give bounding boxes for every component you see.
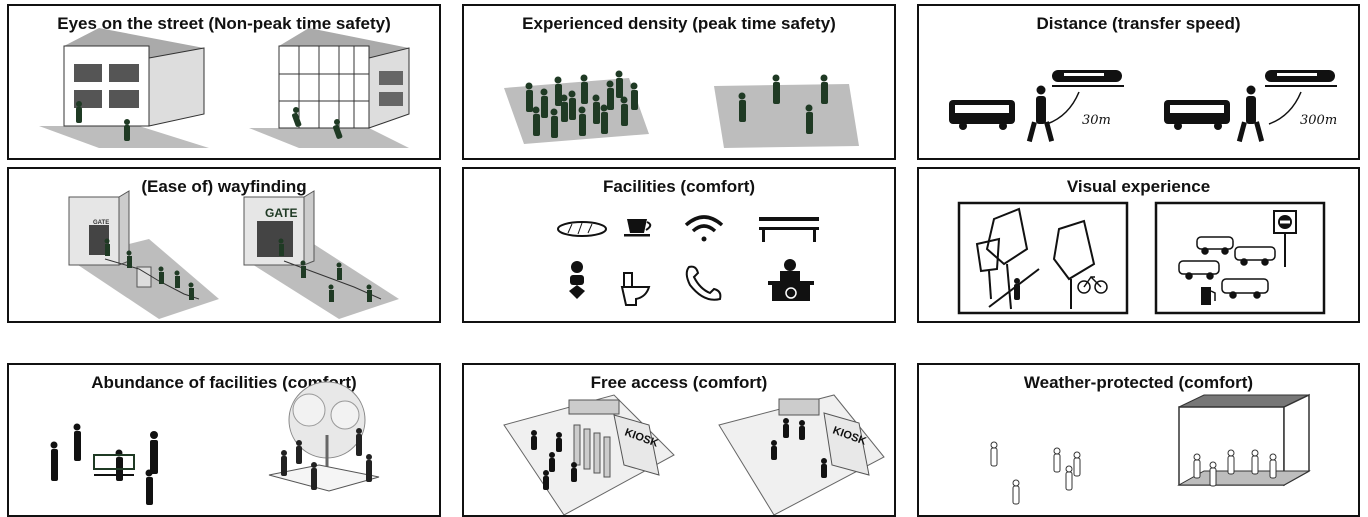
bus-icon (949, 100, 1015, 130)
tree-icon (975, 207, 1096, 310)
window (74, 64, 102, 82)
panel-weather-protected: Weather-protected (comfort) (917, 363, 1360, 517)
density-illustration (504, 70, 859, 148)
panel-title: Eyes on the street (Non-peak time safety… (57, 14, 391, 33)
no-entry-sign-icon (1273, 210, 1297, 267)
walking-figures (104, 238, 194, 300)
running-figure (292, 107, 343, 139)
free-access-illustration: KIOSK KIOSK (503, 394, 885, 515)
panel-experienced-density: Experienced density (peak time safety) (462, 4, 896, 160)
distance-illustration: 30m 300m (949, 70, 1337, 143)
walking-person (1026, 85, 1055, 143)
panel-eyes-on-street: Eyes on the street (Non-peak time safety… (7, 4, 441, 160)
distance-label-300m: 300m (1300, 113, 1337, 128)
toilet-icon (620, 272, 651, 306)
wifi-icon (684, 215, 724, 242)
bench-icon (93, 454, 135, 476)
panel-title: Experienced density (peak time safety) (522, 14, 836, 33)
bicycle-icon (1077, 275, 1108, 294)
panel-distance: Distance (transfer speed) 30m (917, 4, 1360, 160)
green-street-frame (957, 201, 1129, 315)
bus-icon (1164, 100, 1230, 130)
panel-title: Visual experience (1066, 177, 1211, 196)
person-figure (76, 101, 130, 141)
walking-person (1014, 278, 1020, 300)
fuel-pump-icon (1201, 287, 1216, 305)
eyes-illustration (39, 28, 410, 148)
abundance-illustration (50, 381, 380, 505)
outline-figures (990, 441, 1081, 505)
gate-label-large: GATE (265, 206, 297, 220)
panel-wayfinding: (Ease of) wayfinding GATE GATE (7, 167, 441, 323)
gate-label-small: GATE (93, 220, 109, 226)
window (109, 64, 139, 82)
crowd-figures (525, 70, 638, 138)
panel-title: Weather-protected (comfort) (1023, 373, 1254, 392)
panel-free-access: Free access (comfort) KIOSK KIOSK (462, 363, 896, 517)
person-figures (531, 430, 577, 490)
train-icon (1265, 70, 1337, 87)
panel-title: Distance (transfer speed) (1036, 14, 1241, 33)
seated-figures (281, 428, 372, 490)
wayfinding-illustration: GATE GATE (68, 190, 399, 319)
facilities-icon-grid (557, 215, 819, 306)
bread-icon (557, 221, 607, 237)
fare-gates (568, 399, 620, 478)
panel-facilities: Facilities (comfort) (462, 167, 896, 323)
visual-experience-illustration (957, 201, 1326, 315)
window (109, 90, 139, 108)
panel-title: Facilities (comfort) (602, 177, 756, 196)
panel-abundance-of-facilities: Abundance of facilities (comfort) (7, 363, 441, 517)
baby-care-icon (569, 261, 585, 299)
weather-protected-illustration (990, 393, 1311, 505)
car-street-frame (1154, 201, 1326, 315)
distance-label-30m: 30m (1082, 113, 1111, 128)
tree-planter (268, 381, 380, 492)
standing-figures (50, 423, 158, 505)
coffee-cup-icon (624, 219, 652, 237)
train-icon (1052, 70, 1124, 87)
sparse-plaza (714, 84, 859, 148)
panel-title: Abundance of facilities (comfort) (91, 373, 357, 392)
bench-icon (759, 217, 819, 242)
panel-visual-experience: Visual experience (917, 167, 1360, 323)
telephone-icon (685, 265, 722, 301)
panel-title: (Ease of) wayfinding (141, 177, 307, 196)
car-icon (1178, 236, 1276, 299)
info-desk-icon (768, 259, 814, 301)
panel-title: Free access (comfort) (590, 373, 768, 392)
sparse-figures (738, 74, 828, 134)
walking-person (1236, 85, 1265, 143)
